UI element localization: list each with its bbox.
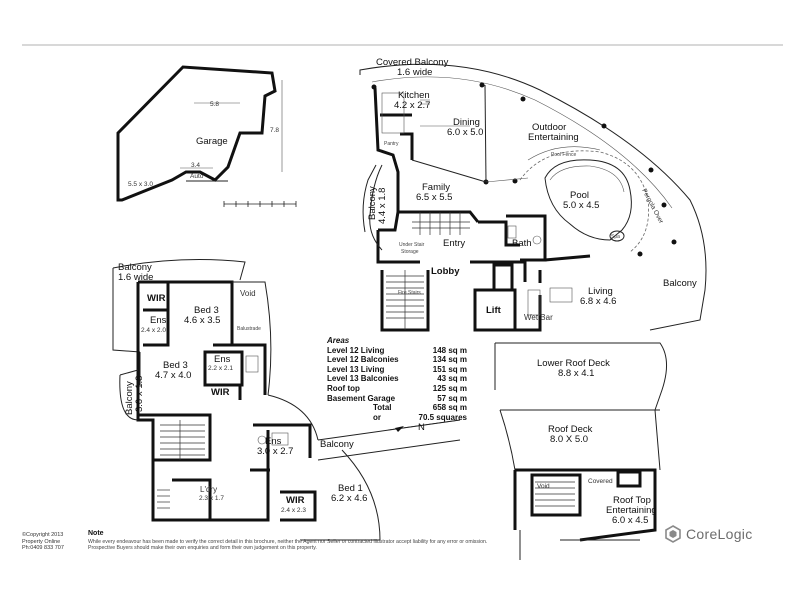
bed3a-label: Bed 3	[194, 305, 219, 316]
roof-top-label-2: Entertaining	[606, 505, 657, 516]
wir-low-dims: 2.4 x 2.3	[281, 507, 306, 514]
lower-roof-deck-dims: 8.8 x 4.1	[558, 368, 594, 379]
covered-balcony-dims: 1.6 wide	[397, 67, 432, 78]
note-heading: Note	[88, 530, 104, 537]
balcony-lower-left-dims: 3.0 x 1.8	[134, 376, 145, 412]
balustrade-label: Balustrade	[237, 326, 261, 332]
balcony-lower-left-label: Balcony	[124, 381, 135, 415]
bed3b-dims: 4.7 x 4.0	[155, 370, 191, 381]
spa-label: Spa	[611, 234, 620, 240]
balcony-right-label: Balcony	[663, 278, 697, 289]
outdoor-label: Outdoor	[532, 122, 566, 133]
pantry-label: Pantry	[384, 141, 399, 147]
pool-label: Pool	[570, 190, 589, 201]
corelogic-hex-icon	[665, 525, 681, 543]
fire-stairs-label: Fire Stairs	[398, 290, 421, 296]
note-text: While every endeavour has been made to v…	[88, 539, 488, 552]
wir-top-label: WIR	[147, 293, 166, 304]
under-stair-label: Under Stair	[399, 242, 425, 248]
balcony-lower-top-label: Balcony	[118, 262, 152, 273]
roof-top-dims: 6.0 x 4.5	[612, 515, 648, 526]
balcony-upper-left-dims: 4.4 x 1.8	[377, 188, 388, 224]
family-dims: 6.5 x 5.5	[416, 192, 452, 203]
entry-label: Entry	[443, 238, 465, 249]
dining-label: Dining	[453, 117, 480, 128]
covered-balcony-label: Covered Balcony	[376, 57, 449, 68]
level-12-plan: Covered Balcony 1.6 wide Kitchen 4.2 x 2…	[359, 57, 707, 332]
bed3a-dims: 4.6 x 3.5	[184, 315, 220, 326]
ens-b-label: Ens	[214, 354, 231, 365]
void-a-label: Void	[240, 289, 256, 298]
ens-c-dims: 3.0 x 2.7	[257, 446, 293, 457]
bed1-dims: 6.2 x 4.6	[331, 493, 367, 504]
roof-top-label: Roof Top	[613, 495, 651, 506]
garage-sub: 5.5 x 3.0	[128, 181, 153, 188]
bed1-label: Bed 1	[338, 483, 363, 494]
corelogic-logo: CoreLogic	[664, 521, 753, 547]
kitchen-label: Kitchen	[398, 90, 430, 101]
void-roof-label: Void	[537, 483, 550, 490]
kitchen-dims: 4.2 x 2.7	[394, 100, 430, 111]
under-stair-label-2: Storage	[401, 249, 419, 255]
balcony-upper-left-label: Balcony	[367, 186, 378, 220]
garage-auto: Auto	[190, 173, 204, 180]
wet-bar-label: Wet Bar	[524, 313, 553, 322]
garage-plan: Garage 5.8 7.8 3.4 Auto 5.5 x 3.0	[116, 65, 297, 207]
roof-deck-dims: 8.0 X 5.0	[550, 434, 588, 445]
bed3b-label: Bed 3	[163, 360, 188, 371]
areas-title: Areas	[327, 336, 350, 345]
wir-low-label: WIR	[286, 495, 305, 506]
ens-a-label: Ens	[150, 315, 167, 326]
ens-a-dims: 2.4 x 2.0	[141, 327, 166, 334]
copyright: ©Copyright 2013 Property Online Ph:0409 …	[22, 532, 64, 551]
living-dims: 6.8 x 4.6	[580, 296, 616, 307]
outdoor-label-2: Entertaining	[528, 132, 579, 143]
brand-name: CoreLogic	[686, 526, 753, 542]
roof-plan: Lower Roof Deck 8.8 x 4.1 Roof Deck 8.0 …	[494, 342, 667, 560]
pool-dims: 5.0 x 4.5	[563, 200, 599, 211]
dining-dims: 6.0 x 5.0	[447, 127, 483, 138]
ldry-label: L'dry	[200, 485, 217, 494]
pool-fence-label: Pool Fence	[551, 152, 577, 158]
roof-deck-label: Roof Deck	[548, 424, 593, 435]
wir-mid-label: WIR	[211, 387, 230, 398]
ldry-dims: 2.3 x 1.7	[199, 495, 224, 502]
ens-c-label: Ens	[265, 436, 282, 447]
family-label: Family	[422, 182, 450, 193]
covered-roof-label: Covered	[588, 478, 613, 485]
garage-label: Garage	[196, 136, 228, 147]
lower-roof-deck-label: Lower Roof Deck	[537, 358, 610, 369]
compass-north: N	[418, 422, 425, 433]
balcony-lower-top-dims: 1.6 wide	[118, 272, 153, 283]
living-label: Living	[588, 286, 613, 297]
garage-width: 5.8	[210, 101, 219, 108]
lift-label: Lift	[486, 305, 502, 316]
garage-depth: 7.8	[270, 127, 279, 134]
lobby-label: Lobby	[431, 266, 460, 277]
bath-label: Bath	[512, 238, 532, 249]
ens-b-dims: 2.2 x 2.1	[208, 365, 233, 372]
level-13-plan: Balcony 1.6 wide WIR Bed 3 4.6 x 3.5 Voi…	[112, 259, 461, 541]
garage-inner: 3.4	[191, 162, 200, 169]
balcony-lower-label: Balcony	[320, 439, 354, 450]
